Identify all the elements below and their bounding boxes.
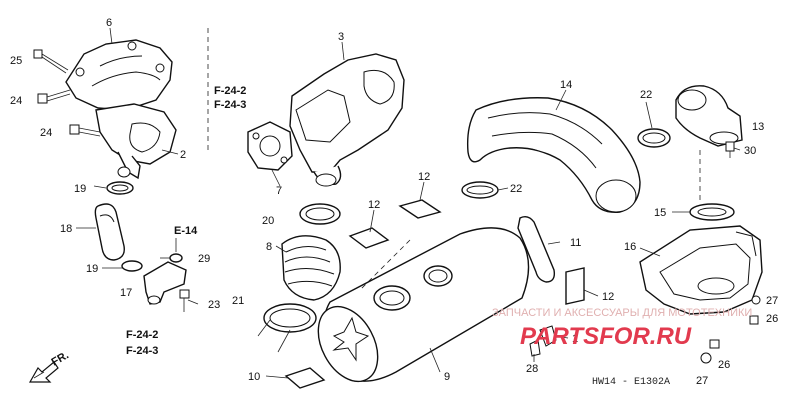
label-14: 14 [560, 79, 572, 91]
label-19-lower: 19 [86, 263, 98, 275]
label-24-upper: 24 [10, 95, 22, 107]
label-21: 21 [232, 295, 244, 307]
label-27-upper: 27 [766, 295, 778, 307]
label-12-b: 12 [368, 199, 380, 211]
part-13-elbow [675, 85, 743, 147]
ref-f-24-2-bottom: F-24-2 [126, 329, 158, 341]
label-3: 3 [338, 31, 344, 43]
label-12-a: 12 [418, 171, 430, 183]
label-7: 7 [276, 185, 282, 197]
label-27-lower: 27 [696, 375, 708, 387]
label-23: 23 [208, 299, 220, 311]
part-23-bolt [179, 289, 190, 312]
label-19-upper: 19 [74, 183, 86, 195]
part-19-clamp-upper [106, 181, 134, 195]
part-19-clamp-lower [121, 260, 143, 272]
part-30-bolt [725, 141, 735, 158]
label-11: 11 [570, 237, 581, 249]
part-17-fitting [143, 261, 187, 305]
part-8-bellows [281, 235, 341, 301]
part-12-pad-c [565, 267, 585, 305]
part-9-muffler [317, 227, 530, 383]
dashed-ref-line-2 [359, 239, 411, 291]
part-3-heat-shield [289, 53, 405, 187]
part-22-clamp-lower [461, 181, 499, 199]
ref-f-24-2-top: F-24-2 [214, 85, 246, 97]
label-17: 17 [120, 287, 132, 299]
label-25: 25 [10, 55, 22, 67]
leader-lines [76, 27, 741, 379]
label-28: 28 [526, 363, 538, 375]
label-1: 1 [572, 333, 578, 345]
label-26-lower: 26 [718, 359, 730, 371]
part-28-clip [529, 339, 541, 357]
brand-logo: PARTSFOR.RU [520, 323, 692, 350]
bolt-24-upper [37, 89, 71, 104]
part-1-bracket [539, 325, 557, 347]
label-9: 9 [444, 371, 450, 383]
ref-f-24-3-top: F-24-3 [214, 99, 246, 111]
ref-e-14: E-14 [174, 225, 198, 237]
label-15: 15 [654, 207, 666, 219]
part-20-clamp [299, 203, 341, 225]
part-26-bolt-upper [749, 315, 759, 325]
label-22-lower: 22 [510, 183, 522, 195]
part-27-clip-upper [751, 295, 761, 305]
label-12-c: 12 [602, 291, 614, 303]
part-15-grommet [689, 203, 735, 221]
part-22-clamp-upper [637, 128, 671, 148]
label-10: 10 [248, 371, 260, 383]
label-26-upper: 26 [766, 313, 778, 325]
part-11-strap [517, 215, 556, 283]
label-16: 16 [624, 241, 636, 253]
front-label: FR. [50, 349, 71, 368]
part-labels: 6 25 24 24 2 19 18 19 29 17 23 3 7 20 8 … [10, 17, 778, 387]
label-29: 29 [198, 253, 210, 265]
label-20: 20 [262, 215, 274, 227]
diagram-code: HW14 - E1302A [592, 377, 670, 388]
part-12-pad-a [398, 199, 442, 219]
part-7-flange-gasket [247, 121, 293, 171]
part-12-pad-b [348, 227, 390, 249]
part-16-resonator-case [639, 225, 763, 315]
watermark-text: ЗАПЧАСТИ И АКСЕССУАРЫ ДЛЯ МОТОТЕХНИКИ [492, 307, 752, 319]
part-26-bolt-lower [709, 339, 720, 349]
label-18: 18 [60, 223, 72, 235]
label-22-upper: 22 [640, 89, 652, 101]
part-21-clamp [263, 303, 317, 333]
label-13: 13 [752, 121, 764, 133]
ref-f-24-3-bottom: F-24-3 [126, 345, 158, 357]
bolt-25 [33, 49, 69, 74]
reference-callouts: F-24-2 F-24-3 E-14 F-24-2 F-24-3 [126, 85, 246, 357]
label-8: 8 [266, 241, 272, 253]
bolt-24-lower [69, 124, 101, 137]
label-2: 2 [180, 149, 186, 161]
label-30: 30 [744, 145, 756, 157]
label-6: 6 [106, 17, 112, 29]
part-27-clip-lower [700, 352, 712, 364]
part-29-washer [169, 253, 183, 263]
front-direction-marker: FR. [28, 349, 71, 383]
label-24-lower: 24 [40, 127, 52, 139]
part-14-intake-pipe [466, 97, 641, 213]
part-2-exhaust-manifold [95, 103, 177, 180]
part-10-pad [284, 367, 326, 389]
part-6-manifold-cover [65, 39, 173, 111]
part-18-hose [94, 203, 125, 261]
